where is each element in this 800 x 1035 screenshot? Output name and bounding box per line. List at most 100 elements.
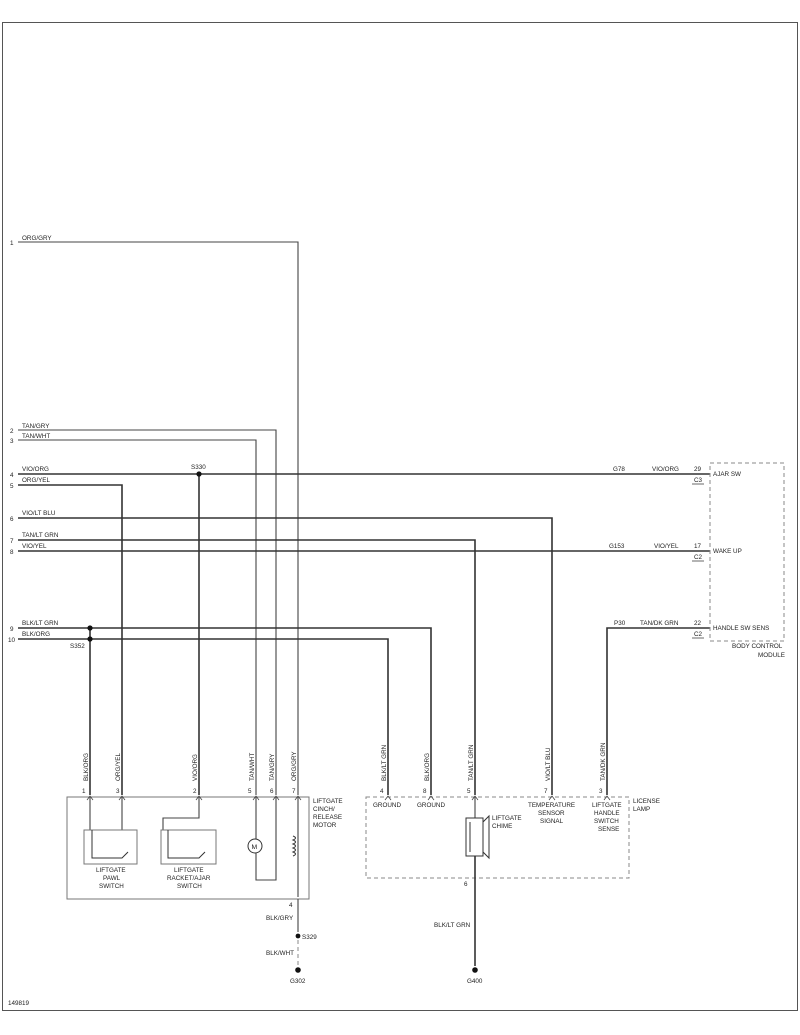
cinch-label-3: RELEASE bbox=[313, 814, 342, 821]
diagram-frame bbox=[2, 22, 798, 1011]
lamp-temp-label-3: SIGNAL bbox=[540, 818, 564, 825]
cinch-label-1: LIFTGATE bbox=[313, 798, 343, 805]
ground-g302-label: G302 bbox=[290, 978, 306, 985]
ratchet-switch-symbol bbox=[167, 830, 206, 859]
splice-s352-b bbox=[87, 636, 93, 642]
pin-5: 5 bbox=[10, 483, 14, 490]
lamp-ground-wire-label: BLK/LT GRN bbox=[434, 922, 471, 929]
figure-id: 149819 bbox=[8, 1000, 30, 1007]
cinch-label-2: CINCH/ bbox=[313, 806, 335, 813]
lamp-wire-vio-lt-blu: VIO/LT BLU bbox=[545, 747, 552, 781]
lamp-temp-label-1: TEMPERATURE bbox=[528, 802, 575, 809]
wire-tan-wht bbox=[18, 439, 257, 795]
lamp-pin-3: 3 bbox=[599, 788, 603, 795]
bcm-label-2: MODULE bbox=[758, 652, 785, 659]
lamp-func-ground-1: GROUND bbox=[373, 802, 401, 809]
ratchet-label-1: LIFTGATE bbox=[174, 867, 204, 874]
lamp-handle-label-4: SENSE bbox=[598, 826, 619, 833]
pawl-label-1: LIFTGATE bbox=[96, 867, 126, 874]
pin-8: 8 bbox=[10, 549, 14, 556]
wire-label-8: VIO/YEL bbox=[22, 543, 47, 550]
wire-blk-org bbox=[18, 638, 389, 795]
bcm-box bbox=[709, 462, 785, 642]
ratchet-switch-box bbox=[160, 829, 217, 865]
pin-10: 10 bbox=[8, 637, 16, 644]
lamp-ground-pin: 6 bbox=[464, 881, 468, 888]
wire-label-1: ORG/GRY bbox=[22, 235, 52, 242]
bcm-pin-17: 17 bbox=[694, 543, 702, 550]
lamp-handle-label-3: SWITCH bbox=[594, 818, 619, 825]
wire-label-3: TAN/WHT bbox=[22, 433, 50, 440]
chime-icon bbox=[465, 817, 484, 857]
wire-label-5: ORG/YEL bbox=[22, 477, 50, 484]
lamp-pin-arrows bbox=[384, 795, 611, 801]
bcm-pin-29: 29 bbox=[694, 466, 702, 473]
wire-blk-lt-grn bbox=[18, 627, 432, 795]
chime-label-2: CHIME bbox=[492, 823, 512, 830]
bcm-wire-vio-org: VIO/ORG bbox=[652, 466, 679, 473]
cinch-pin-7: 7 bbox=[292, 788, 296, 795]
cinch-pin-5: 5 bbox=[248, 788, 252, 795]
cinch-pin-1: 1 bbox=[82, 788, 86, 795]
pin-3: 3 bbox=[10, 438, 14, 445]
cinch-pin-2: 2 bbox=[193, 788, 197, 795]
splice-s352-label: S352 bbox=[70, 643, 85, 650]
lamp-temp-label-2: SENSOR bbox=[538, 810, 565, 817]
pawl-switch-box bbox=[83, 829, 138, 865]
pin-4: 4 bbox=[10, 472, 14, 479]
pawl-switch-symbol bbox=[91, 830, 129, 859]
lamp-pin-4: 4 bbox=[380, 788, 384, 795]
lamp-label-1: LICENSE bbox=[633, 798, 660, 805]
wires bbox=[18, 241, 710, 795]
bcm-conn-c2-a: C2 bbox=[694, 554, 703, 561]
bcm-label-1: BODY CONTROL bbox=[732, 643, 783, 650]
cinch-pin-6: 6 bbox=[270, 788, 274, 795]
cinch-ground-pin: 4 bbox=[289, 902, 293, 909]
splice-s330 bbox=[196, 471, 202, 477]
pin-6: 6 bbox=[10, 516, 14, 523]
lamp-handle-label-2: HANDLE bbox=[594, 810, 620, 817]
motor-icon bbox=[247, 838, 263, 854]
cinch-wire-vio-org: VIO/ORG bbox=[192, 754, 199, 781]
wire-tan-dk-grn bbox=[606, 627, 710, 795]
wire-label-2: TAN/GRY bbox=[22, 423, 50, 430]
wire-label-4: VIO/ORG bbox=[22, 466, 49, 473]
chime-speaker-symbol bbox=[469, 814, 490, 860]
ground-g400-icon bbox=[472, 967, 478, 973]
pin-9: 9 bbox=[10, 626, 14, 633]
left-connector: 1 ORG/GRY 2 TAN/GRY 3 TAN/WHT 4 VIO/ORG … bbox=[8, 235, 59, 644]
pawl-label-2: PAWL bbox=[103, 875, 121, 882]
ground-g400-label: G400 bbox=[467, 978, 483, 985]
license-lamp-box bbox=[365, 796, 630, 879]
bcm-func-ajar-sw: AJAR SW bbox=[713, 471, 741, 478]
splice-s329-label: S329 bbox=[302, 934, 317, 941]
bcm-conn-c2-b: C2 bbox=[694, 631, 703, 638]
pin-7: 7 bbox=[10, 538, 14, 545]
cinch-wire-org-yel: ORG/YEL bbox=[115, 753, 122, 781]
wire-label-9: BLK/LT GRN bbox=[22, 620, 59, 627]
ground-g302-icon bbox=[295, 967, 301, 973]
lamp-func-ground-2: GROUND bbox=[417, 802, 445, 809]
license-lamp: BLK/LT GRN BLK/ORG TAN/LT GRN VIO/LT BLU… bbox=[365, 742, 660, 985]
liftgate-cinch-module: BLK/ORG ORG/YEL VIO/ORG TAN/WHT TAN/GRY … bbox=[66, 751, 343, 985]
wire-tan-gry bbox=[18, 429, 277, 795]
bcm-func-wake-up: WAKE UP bbox=[713, 548, 742, 555]
wire-tan-lt-grn bbox=[18, 539, 476, 795]
cinch-pin-3: 3 bbox=[116, 788, 120, 795]
wire-vio-lt-blu bbox=[18, 517, 553, 795]
lamp-pin-8: 8 bbox=[423, 788, 427, 795]
body-control-module: G78 VIO/ORG 29 C3 AJAR SW G153 VIO/YEL 1… bbox=[609, 462, 785, 659]
ground-wire-label-1: BLK/GRY bbox=[266, 915, 294, 922]
ratchet-trace bbox=[162, 797, 200, 830]
bcm-circuit-g78: G78 bbox=[613, 466, 625, 473]
motor-symbol: M bbox=[252, 844, 258, 851]
lamp-wire-tan-lt-grn: TAN/LT GRN bbox=[468, 744, 475, 781]
lamp-wire-tan-dk-grn: TAN/DK GRN bbox=[600, 742, 607, 781]
lamp-label-2: LAMP bbox=[633, 806, 650, 813]
cinch-wire-tan-wht: TAN/WHT bbox=[249, 753, 256, 781]
cinch-wire-blk-org: BLK/ORG bbox=[83, 753, 90, 781]
cinch-wire-org-gry: ORG/GRY bbox=[291, 751, 298, 781]
pawl-trace bbox=[89, 797, 123, 831]
lamp-pin-7: 7 bbox=[544, 788, 548, 795]
ratchet-label-2: RACKET/AJAR bbox=[167, 875, 211, 882]
